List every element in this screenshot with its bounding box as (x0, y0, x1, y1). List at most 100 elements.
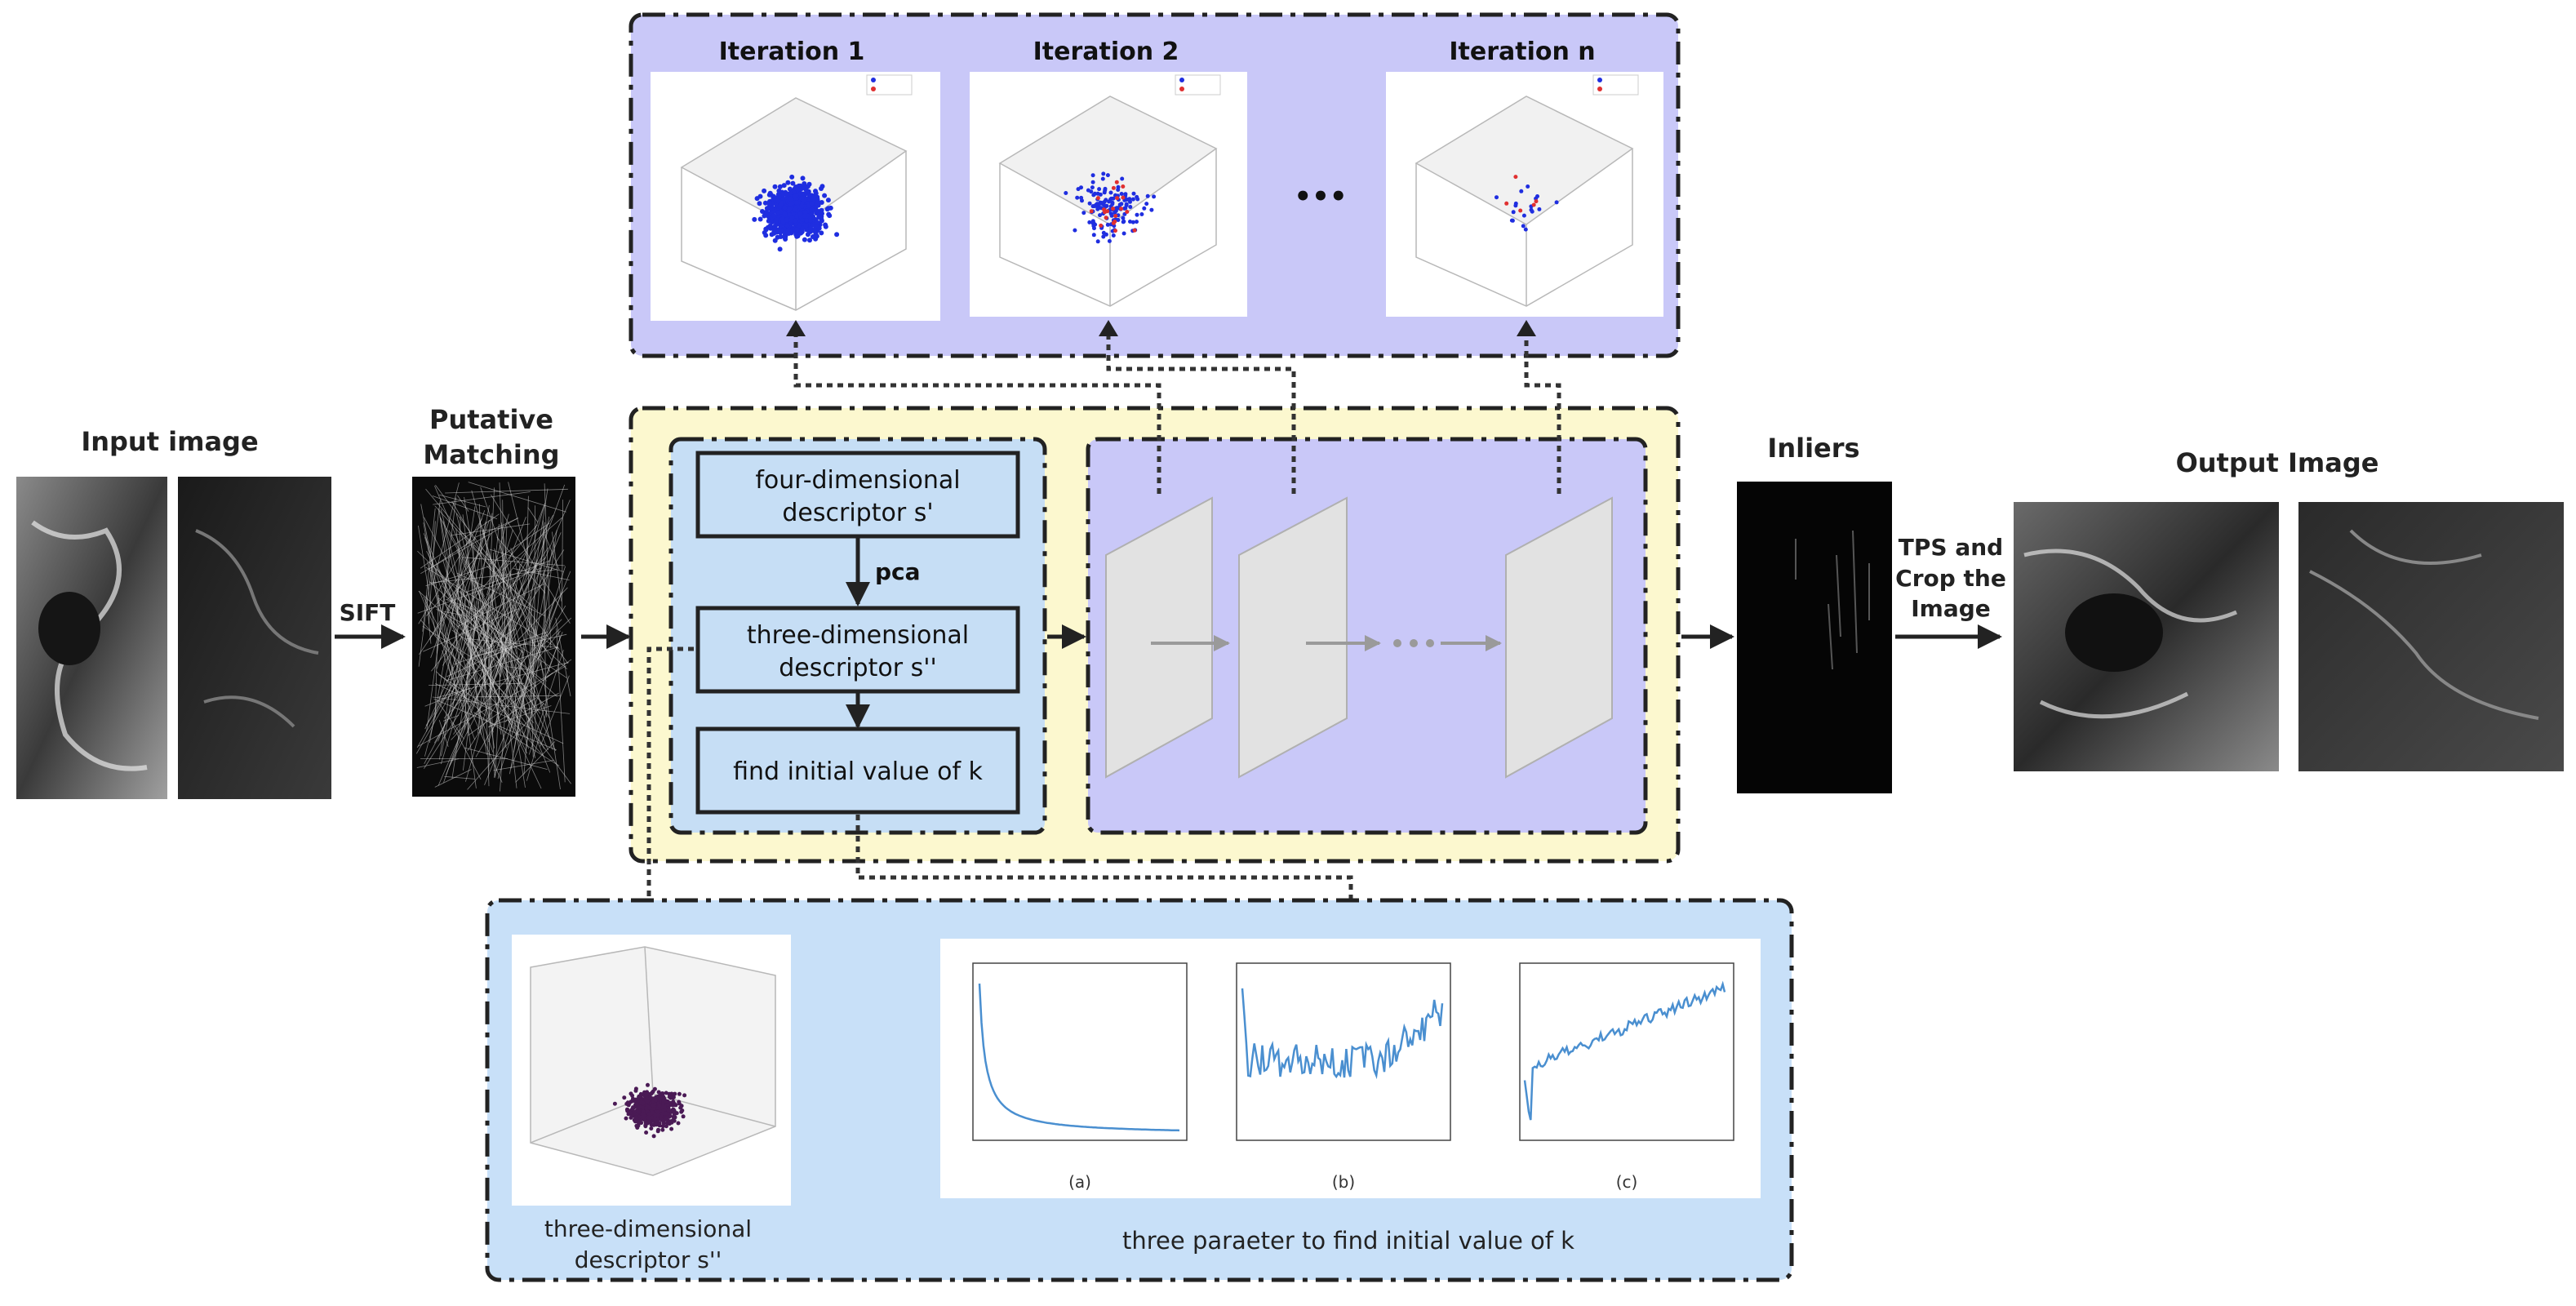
pca-label: pca (875, 558, 921, 585)
iteration-1-point (794, 227, 800, 233)
descriptor-3d-plot (512, 935, 791, 1206)
iteration-2-point (1095, 202, 1099, 207)
descriptor-point (682, 1093, 687, 1098)
iteration-n-title: Iteration n (1449, 38, 1595, 66)
three-dim-descriptor-line1: three-dimensional (747, 621, 969, 650)
putative-match-line (440, 509, 459, 577)
find-initial-k-box (695, 726, 1020, 815)
putative-match-line (433, 696, 571, 714)
putative-match-line (424, 687, 471, 707)
iteration-2-point (1105, 222, 1110, 227)
iteration-1-point (804, 184, 810, 189)
descriptor-point (646, 1099, 651, 1104)
putative-match-line (480, 607, 529, 749)
putative-match-line (460, 531, 496, 567)
descriptor-point (653, 1117, 657, 1122)
putative-match-line (556, 628, 566, 783)
iteration-2-point (1079, 195, 1084, 200)
putative-match-line (495, 526, 508, 778)
tps-label-line1: TPS and (1899, 534, 2003, 561)
descriptor-point (680, 1108, 685, 1113)
iteration-1-point (803, 223, 809, 229)
iteration-2-point (1098, 213, 1102, 218)
putative-match-line (513, 628, 536, 753)
input-image-sar-texture (195, 529, 319, 728)
iteration-1-point (788, 201, 793, 207)
descriptor-point (656, 1090, 661, 1095)
cube-wireframe (1415, 96, 1634, 307)
iteration-2-point (1123, 192, 1128, 197)
iteration-1-point (808, 218, 814, 223)
putative-match-line (447, 553, 488, 681)
descriptor-point (612, 1101, 617, 1106)
putative-match-line (477, 523, 500, 734)
putative-match-line (435, 671, 486, 716)
putative-match-line (467, 703, 544, 790)
putative-match-line (495, 611, 506, 725)
putative-match-line (486, 513, 509, 596)
iteration-1-point (782, 205, 788, 211)
descriptor-point (646, 1115, 651, 1120)
descriptor-caption-line2: descriptor s'' (575, 1246, 722, 1273)
iteration-2-point (1089, 189, 1094, 194)
iteration-2-point (1073, 228, 1077, 233)
output-image-optical-texture (2023, 549, 2237, 719)
iteration-2-point (1103, 188, 1108, 193)
iteration-1-point (824, 207, 830, 212)
putative-match-line (420, 518, 518, 575)
iteration-1-point (809, 207, 815, 212)
iteration-2-point (1130, 197, 1135, 202)
iteration-2-point (1142, 206, 1147, 211)
putative-match-line (425, 566, 491, 587)
putative-match-line (446, 570, 476, 601)
iteration-1-point (768, 192, 774, 198)
iteration-2-point (1124, 202, 1129, 207)
iteration-2-point (1099, 223, 1104, 228)
descriptor-point (642, 1090, 646, 1095)
descriptor-point (652, 1086, 657, 1091)
iteration-1-point (772, 226, 777, 232)
iteration-n-point (1509, 218, 1514, 223)
descriptor-point (633, 1088, 638, 1093)
iteration-1-point (811, 195, 816, 201)
descriptor-point (650, 1110, 655, 1115)
iteration-n-point (1511, 210, 1516, 215)
iteration-1-point (802, 210, 808, 215)
descriptor-point (629, 1107, 634, 1112)
putative-match-line (456, 572, 545, 616)
iteration-2-point (1149, 207, 1154, 212)
descriptor-point (667, 1122, 672, 1126)
putative-match-line (515, 741, 556, 783)
iteration-1-point (799, 203, 805, 209)
iteration-n-point (1554, 200, 1559, 205)
descriptor-point (666, 1108, 671, 1113)
iteration-2-point (1087, 201, 1092, 206)
descriptor-point (637, 1104, 642, 1109)
iteration-2-point (1104, 215, 1108, 220)
putative-match-line (451, 629, 488, 655)
iteration-n-point (1534, 199, 1539, 204)
iteration-2-point (1092, 191, 1097, 196)
iteration-2-point (1105, 173, 1110, 178)
plane-dot-2 (1410, 639, 1418, 647)
descriptor-point (655, 1129, 660, 1134)
output-image-sar (2298, 502, 2564, 771)
putative-match-line (418, 500, 441, 667)
iteration-2-point (1111, 207, 1116, 211)
iteration-1-point (787, 206, 793, 211)
plane-1 (1105, 496, 1213, 779)
iteration-1-point (809, 201, 815, 207)
iteration-1-point (794, 233, 800, 239)
descriptor-point (630, 1099, 635, 1104)
iteration-2-point (1121, 184, 1126, 189)
iteration-2-point (1145, 193, 1150, 198)
curve-plot-a (972, 962, 1188, 1141)
descriptor-caption-line1: three-dimensional (544, 1215, 752, 1242)
iteration-1-point (823, 224, 828, 229)
iteration-1-point (801, 184, 806, 189)
putative-match-line (486, 550, 552, 660)
connector-planen-itern (1524, 331, 1561, 494)
curve-c-line (1523, 980, 1726, 1121)
iteration-2-point (1114, 206, 1119, 211)
